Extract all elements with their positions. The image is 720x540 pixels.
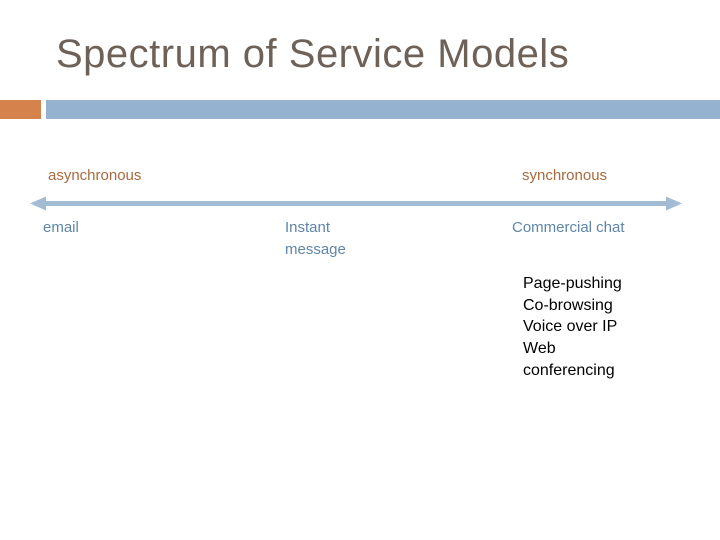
- slide-title: Spectrum of Service Models: [56, 32, 570, 76]
- synchronous-examples-list: Page-pushing Co-browsing Voice over IP W…: [523, 273, 643, 382]
- spectrum-endpoint-label-asynchronous: asynchronous: [48, 167, 142, 184]
- title-accent-orange-block: [0, 100, 41, 119]
- list-item: Co-browsing: [523, 296, 613, 314]
- double-headed-arrow-icon: [30, 196, 682, 211]
- list-item: Page-pushing: [523, 275, 622, 292]
- service-label-commercial-chat: Commercial chat: [512, 219, 625, 236]
- service-label-instant-message: Instant message: [285, 219, 346, 258]
- title-accent-blue-bar: [46, 100, 720, 119]
- list-item: Web conferencing: [523, 340, 615, 379]
- spectrum-endpoint-label-synchronous: synchronous: [522, 167, 608, 184]
- service-label-email: email: [43, 219, 79, 236]
- list-item: Voice over IP: [523, 318, 618, 336]
